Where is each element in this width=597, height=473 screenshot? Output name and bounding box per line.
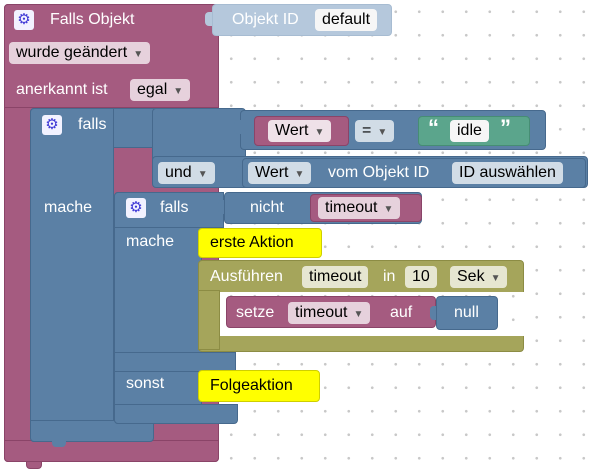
null-label: null — [454, 304, 479, 321]
attribute-dropdown[interactable]: Wert ▼ — [248, 162, 312, 184]
chevron-down-icon: ▼ — [314, 127, 325, 138]
timeout-name-field[interactable]: timeout — [302, 266, 369, 288]
if-inner-foot — [114, 404, 238, 424]
chevron-down-icon: ▼ — [197, 169, 208, 180]
first-action-comment[interactable] — [198, 228, 322, 258]
variable-wert-dropdown[interactable]: Wert ▼ — [268, 120, 332, 142]
operator-value: = — [362, 122, 372, 139]
set-variable-value: timeout — [295, 304, 348, 321]
to-label: auf — [390, 304, 413, 321]
gear-icon[interactable]: ⚙ — [42, 115, 62, 135]
set-label: setze — [236, 304, 275, 321]
delay-field[interactable]: 10 — [405, 266, 437, 288]
if-inner-else-label: sonst — [126, 375, 165, 392]
followup-action-comment[interactable] — [198, 370, 320, 402]
not-connector — [218, 200, 226, 214]
chevron-down-icon: ▼ — [173, 86, 184, 97]
first-action-label: erste Aktion — [210, 234, 294, 251]
open-quote: “ — [428, 115, 439, 140]
unit-dropdown[interactable]: Sek ▼ — [450, 266, 508, 288]
operator-dropdown[interactable]: =▼ — [355, 120, 395, 142]
timeout-name-value: timeout — [309, 268, 362, 285]
if-outer-do-label: mache — [44, 199, 93, 216]
chevron-down-icon: ▼ — [133, 49, 144, 60]
timeout-var-dropdown[interactable]: timeout ▼ — [318, 197, 401, 219]
chevron-down-icon: ▼ — [377, 127, 388, 138]
ack-label: anerkannt ist — [16, 81, 108, 98]
object-id-connector — [205, 12, 213, 26]
trigger-foot — [4, 440, 219, 462]
text-literal-field[interactable]: idle — [450, 120, 489, 142]
close-quote: ” — [500, 115, 511, 140]
and-operator-value: und — [165, 164, 192, 181]
if-outer-spine — [30, 108, 114, 442]
null-connector — [430, 306, 438, 320]
change-mode-value: wurde geändert — [16, 44, 128, 61]
followup-action-label: Folgeaktion — [210, 377, 293, 394]
trigger-bottom-tab — [26, 461, 42, 469]
chevron-down-icon: ▼ — [353, 309, 364, 320]
variable-wert-value: Wert — [275, 122, 309, 139]
in-label: in — [383, 268, 396, 285]
object-id-field[interactable]: default — [315, 9, 378, 31]
if-outer-bottom-tab — [52, 441, 66, 447]
gear-icon[interactable]: ⚙ — [126, 198, 146, 218]
attribute-value: Wert — [255, 164, 289, 181]
chevron-down-icon: ▼ — [490, 273, 501, 284]
ack-dropdown[interactable]: egal ▼ — [130, 79, 191, 101]
and-operator-dropdown[interactable]: und ▼ — [158, 162, 215, 184]
compare-connector — [234, 120, 242, 134]
gear-icon[interactable]: ⚙ — [14, 10, 34, 30]
not-label: nicht — [250, 199, 284, 216]
object-id-value: default — [322, 11, 371, 28]
null-block[interactable] — [436, 296, 498, 330]
object-id-picker-value: ID auswählen — [459, 164, 556, 181]
text-literal-value: idle — [457, 122, 482, 139]
change-mode-dropdown[interactable]: wurde geändert ▼ — [9, 42, 151, 64]
if-outer-if-label: falls — [78, 116, 107, 133]
from-object-label: vom Objekt ID — [328, 164, 430, 181]
unit-value: Sek — [457, 268, 485, 285]
if-outer-foot — [30, 420, 154, 442]
timeout-left-rail — [198, 290, 220, 350]
get-value-connector — [236, 166, 244, 180]
object-id-label: Objekt ID — [232, 11, 299, 28]
chevron-down-icon: ▼ — [294, 169, 305, 180]
if-inner-do-label: mache — [126, 233, 175, 250]
execute-label: Ausführen — [210, 268, 283, 285]
set-variable-dropdown[interactable]: timeout ▼ — [288, 302, 371, 324]
object-id-picker[interactable]: ID auswählen — [452, 162, 563, 184]
if-inner-mid — [114, 352, 236, 372]
trigger-title: Falls Objekt — [50, 11, 135, 28]
chevron-down-icon: ▼ — [383, 204, 394, 215]
timeout-var-value: timeout — [325, 199, 378, 216]
ack-value: egal — [137, 81, 168, 98]
delay-value: 10 — [412, 268, 430, 285]
if-inner-if-label: falls — [160, 199, 189, 216]
